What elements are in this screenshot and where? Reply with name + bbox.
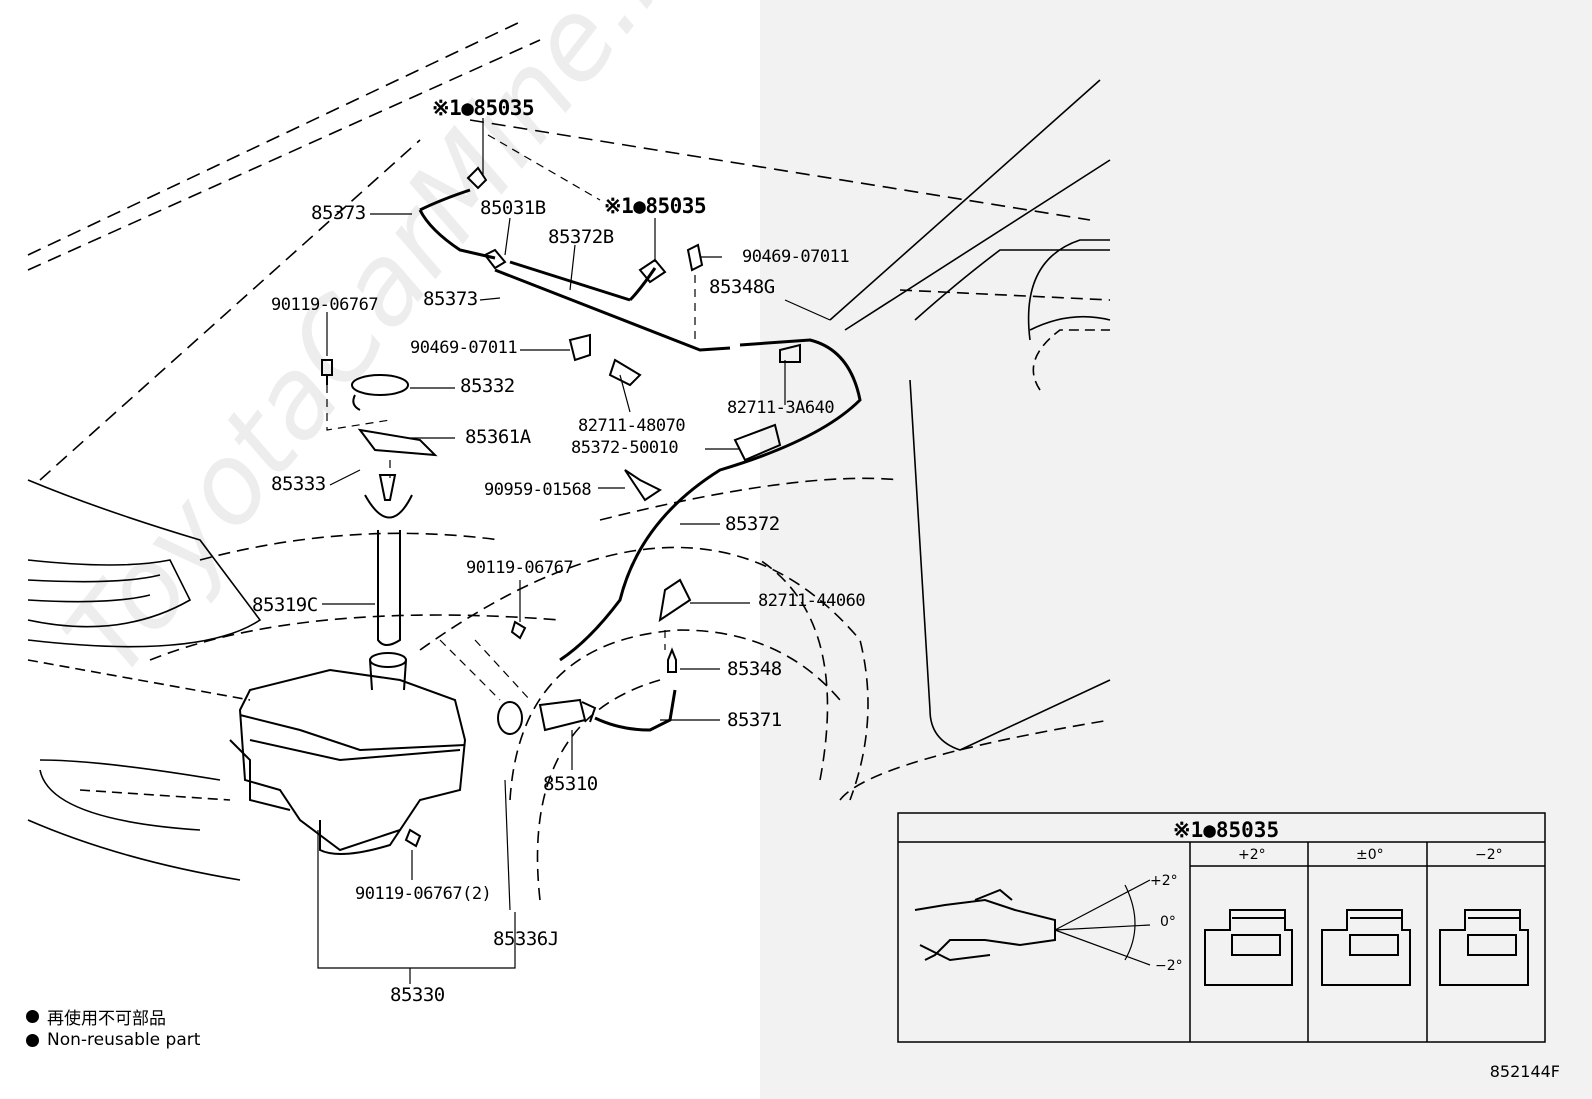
inset-col-plus2: +2°: [1238, 847, 1266, 863]
callout-90119-06767-a[interactable]: 90119-06767: [271, 295, 379, 315]
callout-85348[interactable]: 85348: [727, 658, 782, 680]
callout-85310[interactable]: 85310: [543, 773, 598, 795]
callout-82711-48070[interactable]: 82711-48070: [578, 416, 686, 436]
legend-jp-text: 再使用不可部品: [47, 1009, 166, 1029]
callout-90469-07011-a[interactable]: 90469-07011: [742, 247, 850, 267]
legend-jp: 再使用不可部品: [26, 1004, 166, 1029]
inset-title: ※1●85035: [1173, 818, 1280, 842]
callout-85330[interactable]: 85330: [390, 984, 445, 1006]
filler-neck: [364, 474, 413, 691]
pump: [497, 647, 677, 735]
diagram-code: 852144F: [1489, 1062, 1560, 1081]
callout-85333[interactable]: 85333: [271, 473, 326, 495]
callout-90469-07011-b[interactable]: 90469-07011: [410, 338, 518, 358]
callout-82711-3A640[interactable]: 82711-3A640: [727, 398, 835, 418]
callout-85372-50010[interactable]: 85372-50010: [571, 438, 679, 458]
callout-85319C[interactable]: 85319C: [252, 594, 318, 616]
callout-90119-06767-2[interactable]: 90119-06767(2): [355, 884, 492, 904]
fender-outline: [829, 79, 1111, 801]
dashed-guides: [326, 134, 696, 701]
clips: [568, 333, 801, 623]
non-reusable-dot-icon: [26, 1010, 39, 1023]
hood-outline: [27, 21, 1091, 481]
callout-85031B[interactable]: 85031B: [480, 197, 546, 219]
inset-col-zero: ±0°: [1356, 847, 1384, 863]
callout-85035-b[interactable]: ※1●85035: [604, 194, 707, 218]
callout-82711-44060[interactable]: 82711-44060: [758, 591, 866, 611]
callout-90959-01568[interactable]: 90959-01568: [484, 480, 592, 500]
tank-cap: [351, 374, 409, 396]
callout-90119-06767-b[interactable]: 90119-06767: [466, 558, 574, 578]
callout-85372[interactable]: 85372: [725, 513, 780, 535]
nozzles: [466, 166, 704, 284]
callout-85035-a[interactable]: ※1●85035: [432, 96, 535, 120]
callout-85361A[interactable]: 85361A: [465, 426, 531, 448]
legend-en: Non-reusable part: [26, 1030, 200, 1050]
bolts: [321, 359, 527, 848]
callout-85336J[interactable]: 85336J: [493, 928, 559, 950]
inset-col-minus2: −2°: [1475, 847, 1503, 863]
callout-85373-a[interactable]: 85373: [311, 202, 366, 224]
washer-tank: [229, 668, 467, 855]
callout-85371[interactable]: 85371: [727, 709, 782, 731]
angle-minus2: −2°: [1155, 958, 1183, 974]
callout-85348G[interactable]: 85348G: [709, 276, 775, 298]
bumper-outline: [27, 477, 901, 881]
wheel-arch: [419, 546, 869, 901]
inset-box: [897, 812, 1546, 1043]
legend-en-text: Non-reusable part: [47, 1030, 201, 1050]
leader-lines: [317, 118, 831, 984]
angle-zero: 0°: [1160, 914, 1176, 930]
callout-85373-b[interactable]: 85373: [423, 288, 478, 310]
callout-85372B[interactable]: 85372B: [548, 226, 614, 248]
tank-bracket: [357, 428, 438, 457]
hoses: [418, 188, 862, 732]
callout-85332[interactable]: 85332: [460, 375, 515, 397]
non-reusable-dot-icon: [26, 1033, 39, 1047]
angle-plus2: +2°: [1150, 873, 1178, 889]
